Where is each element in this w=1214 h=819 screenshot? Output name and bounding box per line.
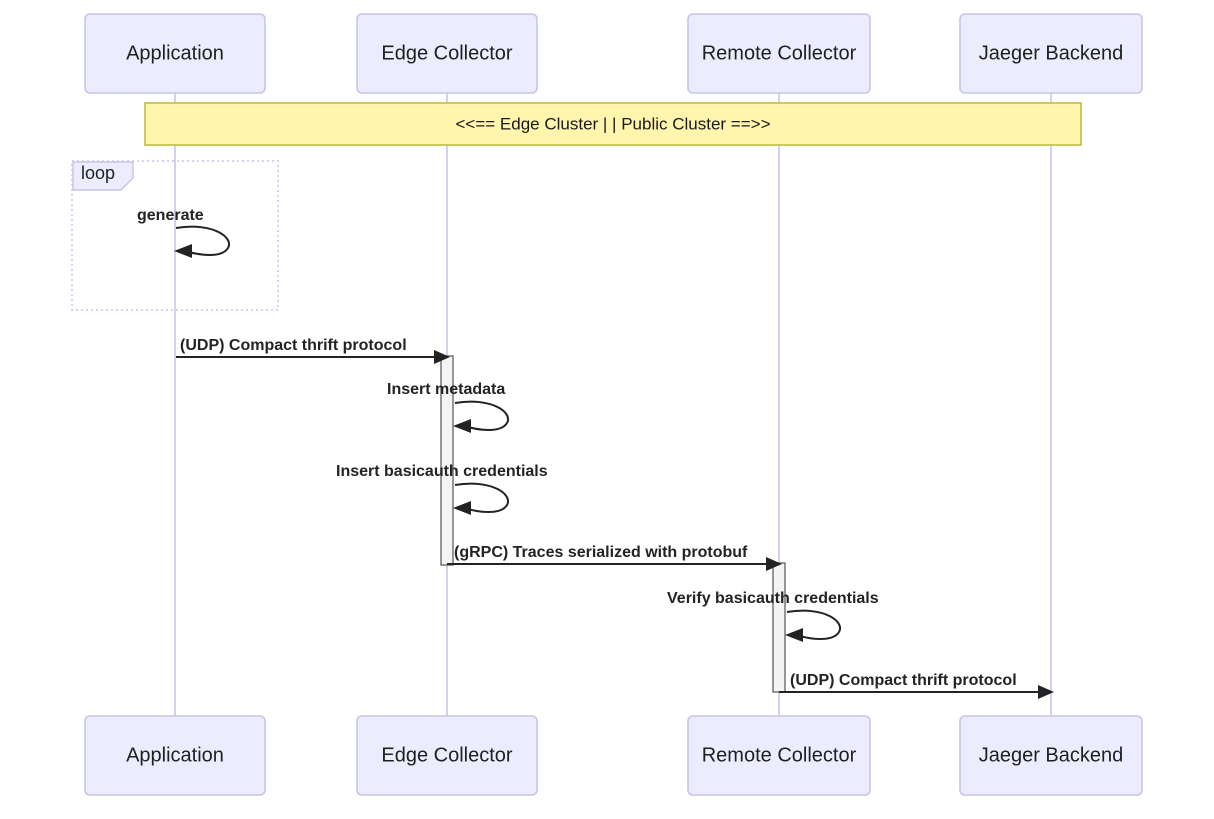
message-verify-basicauth-credentials: Verify basicauth credentials: [667, 590, 879, 642]
message-grpc-traces-protobuf: (gRPC) Traces serialized with protobuf: [447, 544, 782, 571]
participant-edge-collector-bottom[interactable]: Edge Collector: [356, 715, 538, 796]
participants-bottom: Application Edge Collector Remote Collec…: [84, 715, 1143, 796]
participant-label: Application: [126, 42, 224, 64]
participant-jaeger-backend-bottom[interactable]: Jaeger Backend: [959, 715, 1143, 796]
message-udp-compact-thrift-1: (UDP) Compact thrift protocol: [176, 337, 450, 364]
message-label: (UDP) Compact thrift protocol: [180, 337, 407, 354]
loop-tag-shape: [72, 161, 134, 191]
message-label: (gRPC) Traces serialized with protobuf: [454, 544, 748, 561]
message-insert-metadata: Insert metadata: [387, 381, 510, 433]
lifelines-group: [174, 92, 1052, 716]
participant-box[interactable]: [84, 13, 266, 94]
participant-remote-collector-bottom[interactable]: Remote Collector: [687, 715, 871, 796]
self-message-arc: [175, 225, 231, 256]
self-message-arc: [786, 609, 842, 640]
self-message-arc: [454, 482, 510, 513]
note-edge-public-cluster: <<== Edge Cluster | | Public Cluster ==>…: [144, 102, 1082, 146]
arrow-head: [434, 350, 450, 364]
participant-edge-collector-top[interactable]: Edge Collector: [356, 13, 538, 94]
loop-tag-label: loop: [81, 163, 115, 183]
participant-box[interactable]: [687, 13, 871, 94]
activation-bars: [440, 355, 786, 693]
message-label: (UDP) Compact thrift protocol: [790, 672, 1017, 689]
message-label: generate: [137, 207, 204, 224]
participant-box[interactable]: [687, 715, 871, 796]
participant-label: Jaeger Backend: [979, 42, 1124, 64]
self-message-arc: [454, 400, 510, 431]
note-box: [144, 102, 1082, 146]
message-label: Verify basicauth credentials: [667, 590, 879, 607]
message-udp-compact-thrift-2: (UDP) Compact thrift protocol: [779, 672, 1054, 699]
message-generate: generate: [137, 207, 231, 258]
participant-application-bottom[interactable]: Application: [84, 715, 266, 796]
participant-label: Application: [126, 744, 224, 766]
arrow-head: [785, 628, 803, 642]
arrow-head: [453, 501, 471, 515]
note-label: <<== Edge Cluster | | Public Cluster ==>…: [455, 114, 770, 133]
message-label: Insert basicauth credentials: [336, 463, 548, 480]
loop-frame: [71, 160, 279, 311]
participant-label: Remote Collector: [702, 42, 857, 64]
participant-label: Edge Collector: [381, 744, 513, 766]
participant-box[interactable]: [356, 715, 538, 796]
participants-top: Application Edge Collector Remote Collec…: [84, 13, 1143, 94]
participant-box[interactable]: [84, 715, 266, 796]
fragment-loop: loop generate: [71, 160, 279, 311]
arrow-head: [1038, 685, 1054, 699]
participant-box[interactable]: [356, 13, 538, 94]
participant-jaeger-backend-top[interactable]: Jaeger Backend: [959, 13, 1143, 94]
participant-remote-collector-top[interactable]: Remote Collector: [687, 13, 871, 94]
participant-label: Remote Collector: [702, 744, 857, 766]
message-label: Insert metadata: [387, 381, 505, 398]
arrow-head: [174, 244, 192, 258]
arrow-head: [453, 419, 471, 433]
arrow-head: [766, 557, 782, 571]
participant-label: Jaeger Backend: [979, 744, 1124, 766]
participant-application-top[interactable]: Application: [84, 13, 266, 94]
participant-label: Edge Collector: [381, 42, 513, 64]
message-insert-basicauth-credentials: Insert basicauth credentials: [336, 463, 548, 515]
participant-box[interactable]: [959, 13, 1143, 94]
participant-box[interactable]: [959, 715, 1143, 796]
activation-remote-collector: [772, 562, 786, 693]
